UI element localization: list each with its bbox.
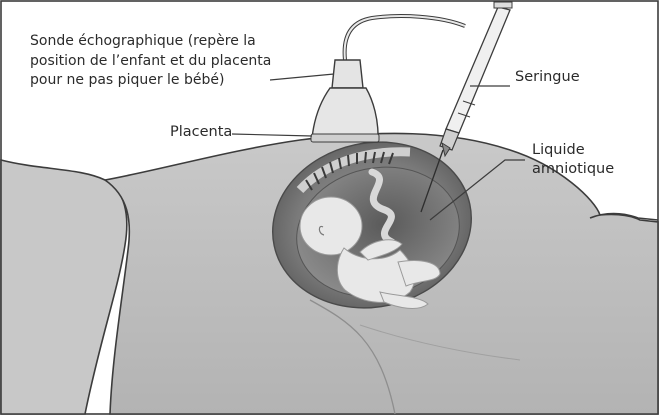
label-amniotic-fluid: Liquide amniotique	[532, 141, 614, 179]
label-liquide-line-2: amniotique	[532, 160, 614, 179]
label-ultrasound-probe: Sonde échographique (repère la position …	[30, 32, 271, 91]
label-sonde-line-3: pour ne pas piquer le bébé)	[30, 71, 271, 91]
label-sonde-line-2: position de l’enfant et du placenta	[30, 52, 271, 72]
label-sonde-line-1: Sonde échographique (repère la	[30, 32, 271, 52]
label-syringe: Seringue	[515, 68, 580, 87]
label-liquide-line-1: Liquide	[532, 141, 614, 160]
label-placenta: Placenta	[170, 123, 232, 142]
